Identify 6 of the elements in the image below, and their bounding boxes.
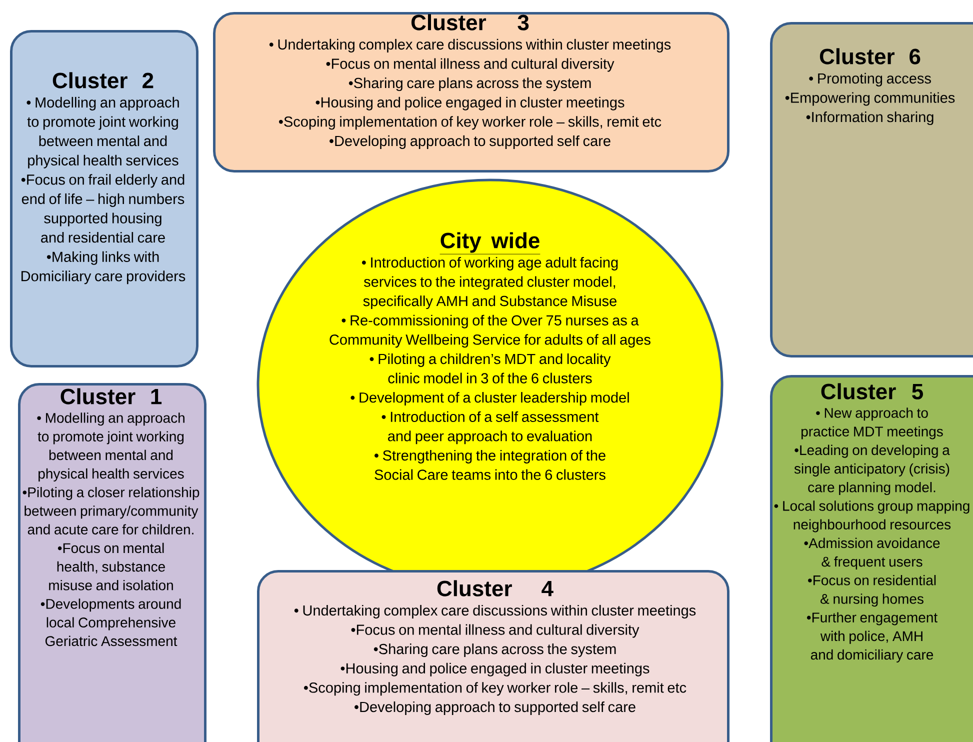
cluster-box: Cluster 2 • Modelling an approach to promote joint working between mental and physical health services •Focus on frail elderly and end of life – high numbers supported housing and residential care •Making links with Domiciliary care providers [10,30,198,368]
cluster-box: Cluster 5 • New approach to practice MDT meetings •Leading on developing a single anticipatory (crisis) care planning model. • Local solutions group mapping neighbourhood resources •Admission avoidance & frequent users •Focus on residential & nursing homes •Further engagement with police, AMH and domiciliary care [770,375,973,742]
cluster-box: Cluster 4 • Undertaking complex care discussions within cluster meetings •Focus on mental illness and cultural diversity •Sharing care plans across the system •Housing and police engaged in cluster meetings •Scoping implementation of key worker role – skills, remit etc •Developing approach to supported self care [257,570,730,742]
cluster-box: Cluster 3 • Undertaking complex care discussions within cluster meetings •Focus on mental illness and cultural diversity •Sharing care plans across the system •Housing and police engaged in cluster meetings •Scoping implementation of key worker role – skills, remit etc •Developing approach to supported self care [213,12,730,172]
cluster-box: Cluster 1 • Modelling an approach to promote joint working between mental and physical health services •Piloting a closer relationship between primary/community and acute care for children. •Focus on mental health, substance misuse and isolation •Developments around local Comprehensive Geriatric Assessment [18,383,206,742]
cluster-box: Cluster 6 • Promoting access •Empowering communities •Information sharing [770,22,973,358]
